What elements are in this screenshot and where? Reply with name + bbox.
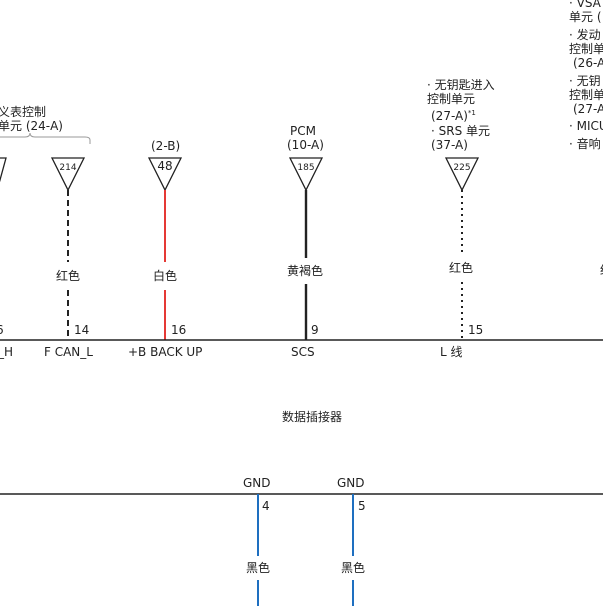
meter-label-line2: 单元 (24-A) [0, 119, 63, 133]
connector-214-num: 214 [59, 163, 76, 173]
top-right-line-4: 控制单 [569, 42, 603, 56]
connector-225-num: 225 [453, 163, 470, 173]
top-right-line-6: · 无钥 [569, 74, 601, 88]
pin-14: 14 [74, 323, 90, 337]
connector-left-partial [0, 157, 7, 182]
connector-225-triangle [444, 157, 480, 192]
data-connector-title: 数据插接器 [282, 410, 343, 424]
connector-185-triangle [288, 157, 324, 192]
pin-5: 5 [358, 499, 366, 513]
pin-9: 9 [311, 323, 319, 337]
wire-4-color: 黑色 [246, 561, 271, 575]
wire-14-color: 红色 [56, 269, 81, 283]
top-right-line-10: · 音响 [569, 137, 601, 151]
srs-line: · SRS 单元 [431, 124, 491, 138]
connector-48-triangle [147, 157, 183, 192]
pin-15: 15 [468, 323, 484, 337]
top-right-line-5: (26-A [573, 56, 603, 70]
wire-5-color: 黑色 [341, 561, 366, 575]
signal-left-partial: _H [0, 345, 14, 359]
top-right-line-3: · 发动 [569, 28, 601, 42]
pin-4: 4 [262, 499, 270, 513]
connector-214-triangle [50, 157, 86, 192]
keyless-line1: · 无钥匙进入 [427, 78, 495, 92]
pin-left-partial: 6 [0, 324, 4, 336]
signal-l-line: L 线 [440, 345, 463, 359]
top-right-line-7: 控制单 [569, 88, 603, 102]
connector-185-num: 185 [297, 163, 314, 173]
top-right-line-9: · MICU [569, 119, 603, 133]
pcm-ref: (10-A) [287, 138, 324, 152]
top-right-line-2: 单元 ( [569, 10, 602, 24]
srs-ref: (37-A) [431, 138, 468, 152]
keyless-line3: (27-A)*1 [431, 109, 476, 123]
wire-15-color: 红色 [449, 261, 474, 275]
wire-right-partial: 红 [600, 264, 603, 278]
pin-16: 16 [171, 323, 187, 337]
signal-b-backup: +B BACK UP [128, 345, 203, 359]
gnd-label-5: GND [337, 476, 365, 490]
gnd-label-4: GND [243, 476, 271, 490]
signal-scs: SCS [291, 345, 315, 359]
signal-f-can-l: F CAN_L [44, 345, 93, 359]
wire-16-color: 白色 [153, 269, 178, 283]
meter-label-line1: 义表控制 [0, 105, 47, 119]
top-right-line-1: · VSA [569, 0, 601, 10]
pcm-label: PCM [290, 124, 316, 138]
b2-ref: (2-B) [151, 139, 181, 153]
keyless-line2: 控制单元 [427, 92, 476, 106]
top-right-line-8: (27-A [573, 102, 603, 116]
connector-48-num: 48 [157, 159, 172, 173]
group-brace [0, 132, 91, 144]
wire-9-color: 黄褐色 [287, 264, 324, 278]
